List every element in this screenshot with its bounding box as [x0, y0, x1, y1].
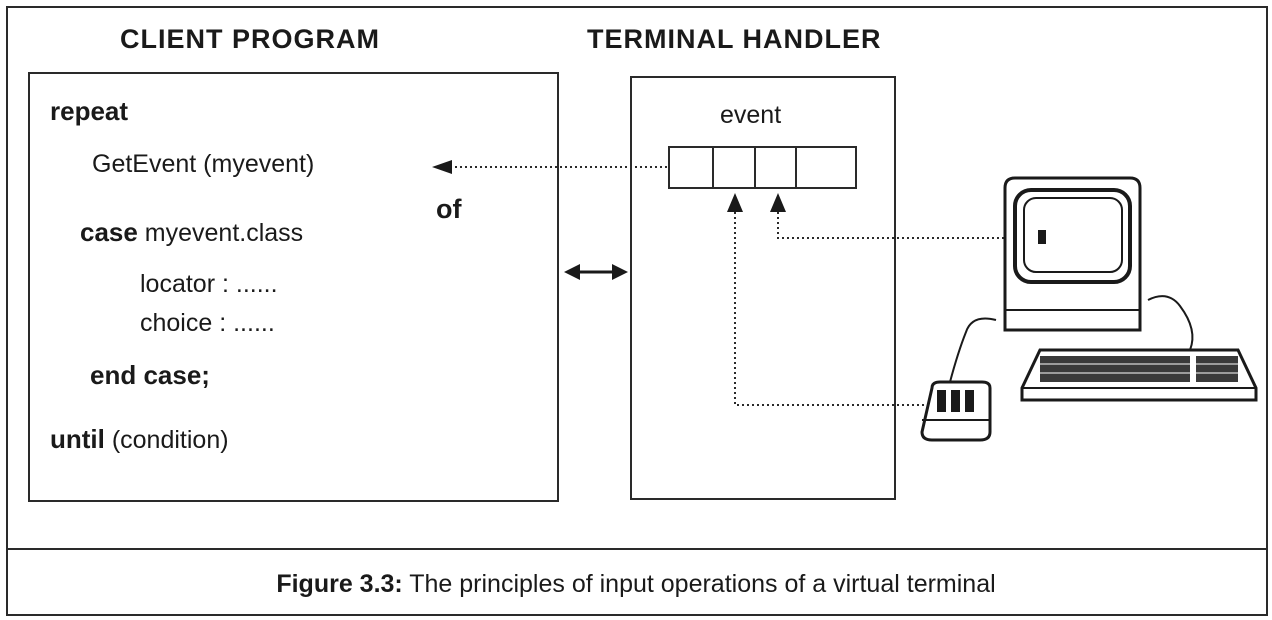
getevent-arrow	[432, 160, 668, 174]
code-until: until (condition)	[50, 424, 229, 454]
event-label: event	[720, 101, 782, 129]
event-queue	[668, 146, 857, 189]
code-repeat: repeat	[50, 96, 129, 126]
screen-input-arrowhead	[770, 193, 786, 212]
bidirectional-arrow	[564, 264, 628, 280]
keyboard-icon	[1020, 348, 1258, 402]
code-of: of	[436, 194, 462, 224]
keyboard-cable	[1147, 295, 1194, 351]
caption-divider	[6, 548, 1268, 550]
figure-frame	[6, 6, 1268, 616]
mouse-input-line	[734, 212, 928, 406]
code-end-case: end case;	[90, 360, 210, 390]
client-program-box	[28, 72, 559, 502]
code-case: case myevent.class	[80, 217, 304, 247]
mouse-input-arrowhead	[727, 193, 743, 212]
mouse-icon	[920, 380, 992, 442]
client-program-heading: CLIENT PROGRAM	[120, 24, 380, 54]
code-getevent: GetEvent (myevent)	[92, 150, 315, 178]
mouse-cable	[949, 317, 997, 383]
code-locator: locator : ......	[140, 270, 278, 298]
terminal-handler-heading: TERMINAL HANDLER	[587, 24, 882, 54]
code-choice: choice : ......	[140, 309, 275, 337]
screen-input-line	[777, 212, 1036, 239]
computer-icon	[1003, 176, 1142, 332]
figure-caption: Figure 3.3: The principles of input oper…	[276, 570, 996, 598]
terminal-handler-box	[630, 76, 896, 500]
